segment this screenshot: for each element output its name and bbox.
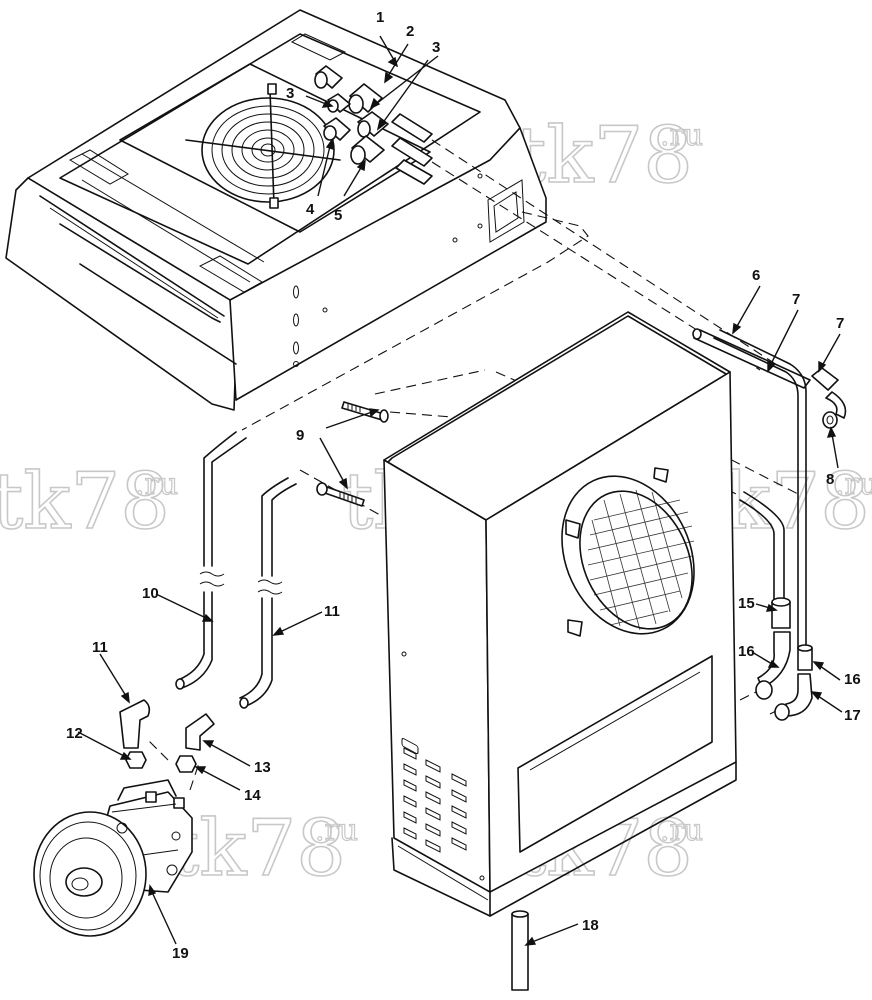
watermark-suffix: .ru <box>315 813 358 848</box>
label-16-top: 3 <box>286 85 294 102</box>
evaporator-housing <box>5 9 547 411</box>
evaporator-fan-grille <box>185 83 341 209</box>
watermark-text: tk78 <box>515 111 693 201</box>
label-12: 5 <box>334 207 342 224</box>
condenser-housing <box>383 311 737 917</box>
watermark-text: tk78 <box>168 804 346 894</box>
label-9: 11 <box>324 603 340 620</box>
condenser-fan-guard <box>561 467 695 637</box>
nut-3-lower <box>125 751 147 769</box>
label-17: 6 <box>752 267 760 284</box>
bolt-19-upper <box>341 401 389 423</box>
label-8: 13 <box>254 759 271 776</box>
fitting-14 <box>357 111 389 138</box>
fitting-16-right <box>811 367 847 419</box>
label-6: 16 <box>738 643 755 660</box>
label-19: 9 <box>296 427 304 444</box>
nut-7-lower <box>175 755 197 773</box>
compressor <box>33 779 193 937</box>
fitting-6 <box>755 631 791 700</box>
label-10: 17 <box>844 707 861 724</box>
label-15: 8 <box>826 471 834 488</box>
elbow-4 <box>119 699 151 749</box>
part-labels: 1 2 3 3 4 5 6 7 7 8 9 10 11 11 12 13 14 … <box>66 9 861 962</box>
watermark-top-right: tk78 .ru <box>514 110 704 202</box>
watermark-mid-left: tk78 .ru <box>0 456 179 548</box>
label-3-top: 1 <box>376 9 384 26</box>
fitting-11-top <box>323 117 351 141</box>
watermark-bottom-left: tk78 .ru <box>167 803 359 895</box>
label-3-bottom: 12 <box>66 725 83 742</box>
fitting-11-right <box>797 644 813 671</box>
fitting-3 <box>314 65 343 89</box>
label-7-bottom: 14 <box>244 787 261 804</box>
label-5: 10 <box>142 585 159 602</box>
label-11-right: 16 <box>844 671 861 688</box>
vent-grid <box>403 747 467 853</box>
watermark-suffix: .ru <box>660 118 703 153</box>
watermark-suffix: .ru <box>135 467 178 502</box>
leader-arrows <box>77 35 843 946</box>
label-11-top: 4 <box>306 201 315 218</box>
label-13: 7 <box>792 291 800 308</box>
top-fittings <box>314 65 433 185</box>
label-14: 3 <box>432 39 440 56</box>
label-2: 2 <box>406 23 414 40</box>
bolt-19-lower <box>316 482 365 507</box>
watermark-text: tk78 <box>0 457 170 547</box>
label-4: 11 <box>92 639 108 656</box>
label-18: 18 <box>582 917 599 934</box>
vent-slots <box>401 737 419 755</box>
label-7-right: 15 <box>738 595 755 612</box>
nut-15 <box>822 411 838 429</box>
post-18 <box>511 910 529 991</box>
hose-5 <box>175 431 247 690</box>
tube-right-inner <box>739 491 785 601</box>
label-1: 19 <box>172 945 189 962</box>
fitting-12 <box>350 135 385 165</box>
elbow-8 <box>185 713 215 751</box>
label-16-right: 7 <box>836 315 844 332</box>
fitting-10 <box>774 673 813 721</box>
fitting-7-right <box>771 597 791 629</box>
watermark-suffix: .ru <box>835 467 872 502</box>
tube-13 <box>713 329 807 649</box>
hose-9 <box>239 477 297 709</box>
